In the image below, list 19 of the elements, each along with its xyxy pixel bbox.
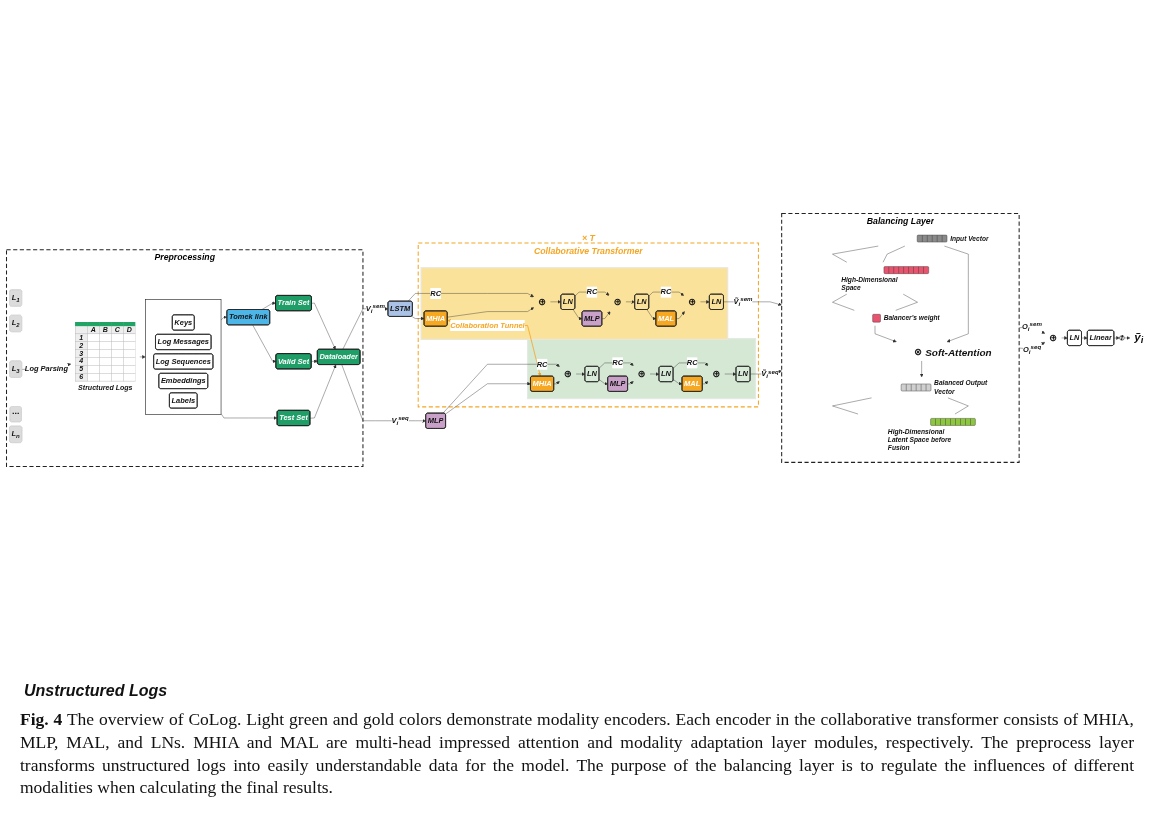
note-label: Unstructured Logs [24, 682, 168, 699]
node-box [872, 314, 881, 323]
node-text: ⊕ [687, 296, 697, 308]
node-text: ⊕ [1049, 332, 1058, 344]
node-text: ⊕ [712, 368, 721, 380]
cluster [145, 299, 222, 415]
node-label: Soft-Attention [925, 346, 992, 358]
node-text: ⊕ [613, 296, 622, 308]
arrow [1124, 336, 1131, 340]
arrow [702, 381, 709, 385]
node-text: ⊕ [537, 296, 547, 308]
arrow [311, 359, 318, 364]
node-text: ⊗ [913, 345, 923, 357]
node-text: ⊕ [637, 368, 646, 380]
node-text: ⊕ [563, 368, 573, 380]
node-text: ỹ$_{i}$ [1134, 330, 1144, 346]
figure-caption: Fig. 4 The overview of CoLog. Light green and gold colors demonstrate modality encoders. Each encoder in the collaborative transformer consists of MHIA, MLP, MAL, and LNs. MHIA and MAL are multi-head impressed attention and modality adaptation layer modules, respectively. The preprocess layer transforms unstructured logs into easily understandable data for the model. The purpose of the balancing layer is to regulate the influences of different modalities when calculating the final results. [20, 708, 1134, 799]
cluster [526, 337, 757, 400]
node-label: × T [581, 232, 595, 243]
